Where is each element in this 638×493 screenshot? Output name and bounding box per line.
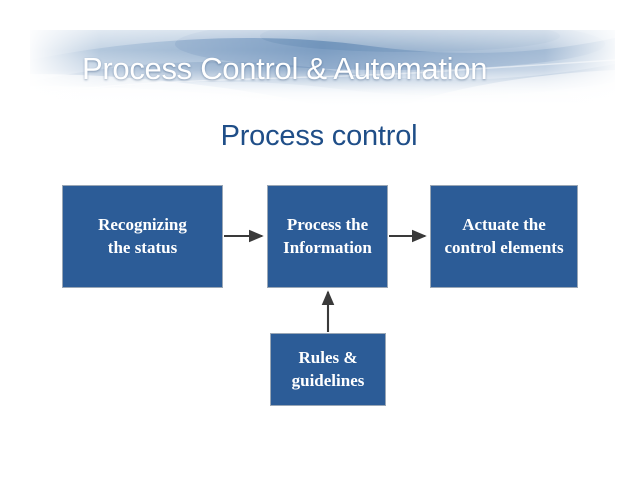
node-line-2: the status	[107, 237, 178, 257]
node-line-1: Recognizing	[98, 215, 187, 235]
flow-node-process-the-information[interactable]: Process the Information	[267, 185, 388, 288]
node-line-1: Rules &	[298, 348, 358, 368]
section-subtitle: Process control	[220, 120, 418, 152]
flow-node-recognizing-the-status[interactable]: Recognizing the status	[62, 185, 223, 288]
node-line-1: Actuate the	[462, 215, 546, 235]
header-banner	[30, 30, 615, 108]
flow-node-actuate-the-control-elements[interactable]: Actuate the control elements	[430, 185, 578, 288]
node-line-2: Information	[283, 237, 372, 257]
node-line-1: Process the	[286, 215, 369, 235]
node-line-2: guidelines	[291, 370, 365, 390]
flow-node-rules-and-guidelines[interactable]: Rules & guidelines	[270, 333, 386, 406]
node-line-2: control elements	[444, 237, 564, 257]
